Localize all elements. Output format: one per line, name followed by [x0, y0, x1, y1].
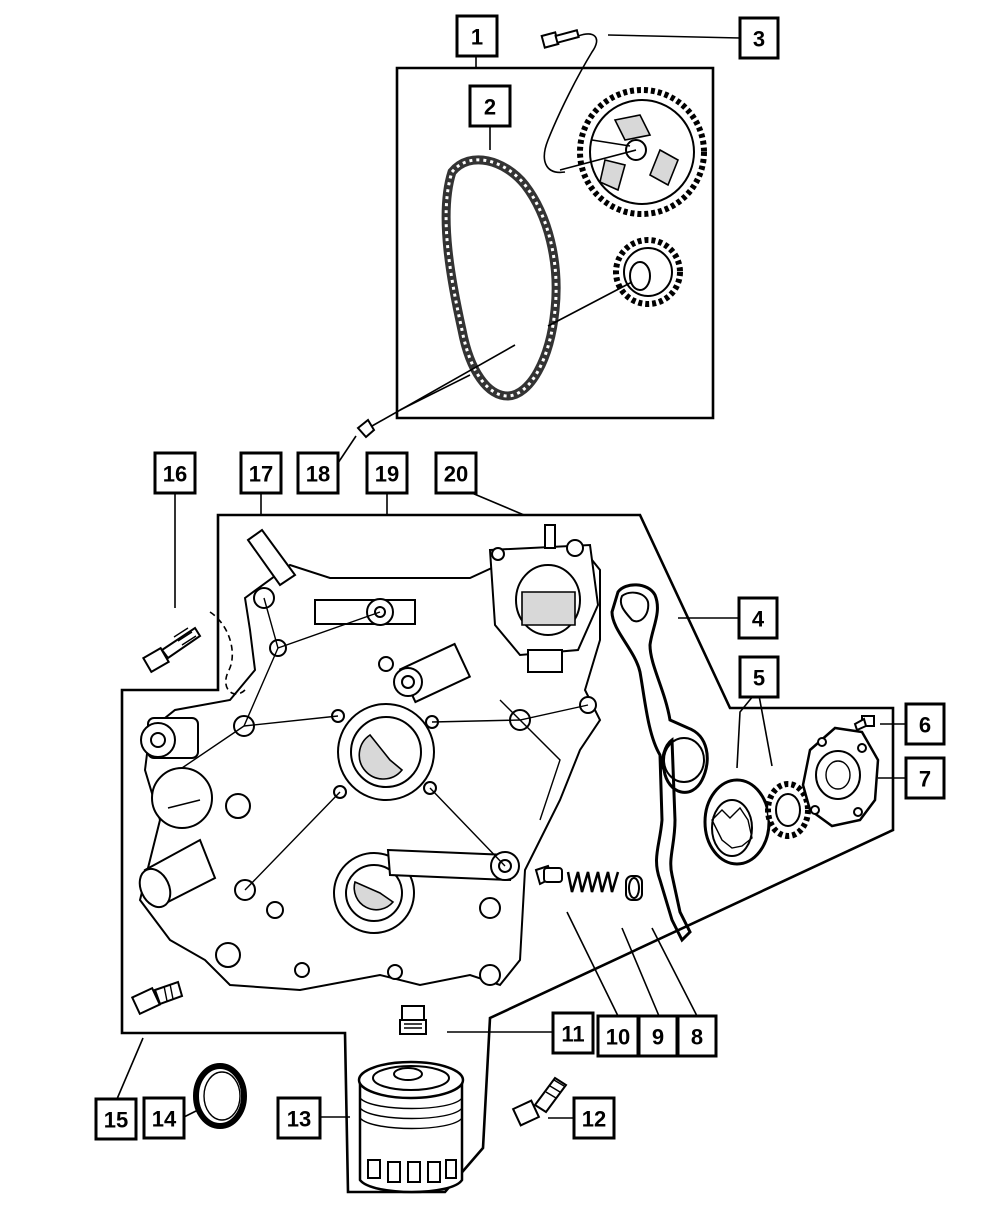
drain-plug	[130, 980, 184, 1016]
cover-group-frame	[120, 513, 895, 1194]
cam-bolt	[540, 29, 598, 174]
callout-box	[153, 451, 197, 495]
relief-valve-cap	[625, 875, 643, 901]
callout-label: 20	[444, 462, 468, 487]
callout-11: 11	[551, 1011, 595, 1055]
cover-gasket	[610, 583, 709, 943]
callout-label: 18	[306, 462, 330, 487]
callout-14: 14	[142, 1096, 186, 1140]
callout-18: 18	[296, 451, 340, 495]
callout-label: 19	[375, 462, 399, 487]
callout-box	[142, 1096, 186, 1140]
callout-box	[455, 14, 499, 58]
callout-label: 8	[691, 1025, 703, 1050]
callout-box	[738, 655, 780, 699]
callout-8: 8	[676, 1014, 718, 1058]
callout-box	[551, 1011, 595, 1055]
filter-bolt	[511, 1076, 568, 1127]
callout-label: 5	[753, 666, 765, 691]
leader-lines	[116, 34, 906, 1119]
callout-16: 16	[153, 451, 197, 495]
callout-box	[737, 596, 779, 640]
callout-box	[276, 1096, 322, 1140]
callout-box	[596, 1014, 640, 1058]
oil-filter	[357, 1060, 465, 1194]
callout-label: 13	[287, 1107, 311, 1132]
timing-chain	[441, 155, 561, 401]
callout-box	[434, 451, 478, 495]
callout-box	[738, 16, 780, 60]
callout-20: 20	[434, 451, 478, 495]
callout-12: 12	[572, 1096, 616, 1140]
callout-7: 7	[904, 756, 946, 800]
callout-19: 19	[365, 451, 409, 495]
callout-13: 13	[276, 1096, 322, 1140]
callout-box	[94, 1097, 138, 1141]
callout-3: 3	[738, 16, 780, 60]
callout-label: 9	[652, 1025, 664, 1050]
callout-label: 15	[104, 1108, 128, 1133]
relief-valve-plug	[534, 864, 563, 886]
callout-label: 17	[249, 462, 273, 487]
oil-pump-cover-screw	[853, 715, 875, 732]
callout-box	[468, 84, 512, 128]
filter-adapter	[399, 1005, 427, 1035]
callout-6: 6	[904, 702, 946, 746]
seal-ring	[193, 1063, 247, 1129]
timing-cover	[138, 524, 602, 992]
callout-label: 10	[606, 1025, 630, 1050]
callout-1: 1	[455, 14, 499, 58]
callout-label: 7	[919, 767, 931, 792]
callout-label: 16	[163, 462, 187, 487]
relief-valve-spring	[566, 871, 620, 893]
cam-sprocket	[559, 87, 707, 217]
oil-pump-outer-rotor	[703, 778, 771, 866]
oil-pump-inner-rotor	[765, 781, 811, 839]
callout-box	[296, 451, 340, 495]
callout-4: 4	[737, 596, 779, 640]
crank-sprocket	[613, 237, 683, 307]
callout-9: 9	[637, 1014, 679, 1058]
oil-pump-cover	[801, 726, 880, 828]
callout-box	[365, 451, 409, 495]
callout-5: 5	[738, 655, 780, 699]
callout-label: 1	[471, 25, 483, 50]
callout-box	[904, 702, 946, 746]
callout-2: 2	[468, 84, 512, 128]
crank-key	[356, 281, 633, 439]
callout-box	[239, 451, 283, 495]
callout-box	[572, 1096, 616, 1140]
callout-label: 6	[919, 713, 931, 738]
callout-15: 15	[94, 1097, 138, 1141]
callout-10: 10	[596, 1014, 640, 1058]
cover-bolt	[141, 626, 202, 674]
callout-label: 3	[753, 27, 765, 52]
callout-17: 17	[239, 451, 283, 495]
callout-label: 12	[582, 1107, 606, 1132]
callout-box	[904, 756, 946, 800]
callout-label: 2	[484, 95, 496, 120]
callout-box	[676, 1014, 718, 1058]
callout-label: 4	[752, 607, 765, 632]
timing-group-frame	[395, 66, 715, 420]
callout-label: 14	[152, 1107, 177, 1132]
callout-label: 11	[561, 1022, 584, 1047]
